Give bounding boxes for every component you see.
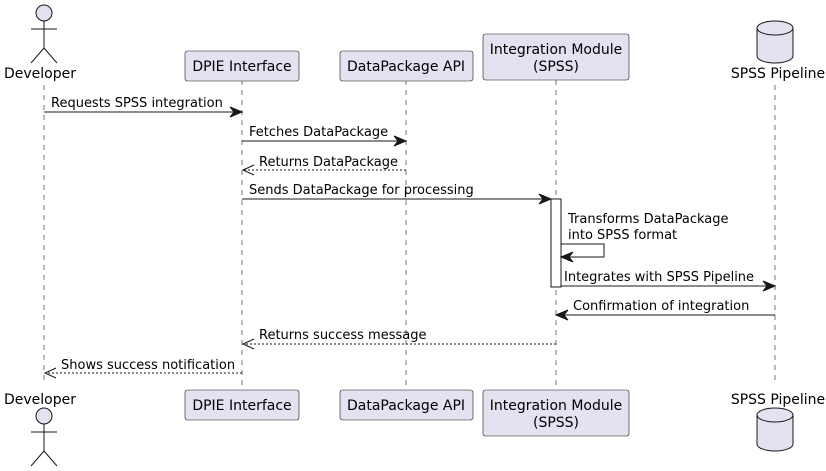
arrowhead [241, 164, 255, 176]
message-sends-datapackage: Sends DataPackage for processing [242, 183, 553, 205]
participant-developer-top: Developer [4, 4, 76, 82]
message-integrates-with-spss-pipeline: Integrates with SPSS Pipeline [561, 270, 777, 292]
message-label: Sends DataPackage for processing [249, 183, 474, 198]
message-label: Shows success notification [61, 358, 235, 373]
message-label-line2: into SPSS format [568, 228, 677, 243]
participant-datapackage-api-top: DataPackage API [339, 50, 474, 82]
arrowhead [241, 338, 255, 350]
message-label: Returns DataPackage [259, 155, 398, 170]
participant-label: Developer [4, 66, 76, 82]
participant-spss-pipeline-top: SPSS Pipeline [731, 20, 825, 82]
activation-bar-integration-module [550, 198, 562, 288]
message-label: Requests SPSS integration [51, 96, 223, 111]
participant-label-line2: (SPSS) [533, 415, 579, 431]
message-label: Integrates with SPSS Pipeline [564, 270, 754, 285]
arrowhead [762, 280, 777, 292]
participant-developer-bottom: Developer [4, 392, 76, 467]
arrowhead [559, 251, 574, 263]
participant-label: Developer [4, 392, 76, 408]
message-shows-success-notification: Shows success notification [43, 358, 242, 379]
arrowhead [393, 135, 408, 147]
actor-icon [30, 4, 58, 64]
database-icon [756, 407, 794, 452]
database-icon [756, 20, 794, 64]
participant-label: SPSS Pipeline [731, 392, 825, 408]
message-label: Returns success message [259, 328, 426, 343]
participant-label-line2: (SPSS) [533, 59, 579, 75]
message-requests-spss-integration: Requests SPSS integration [44, 96, 244, 118]
participant-label-line1: Integration Module [490, 42, 623, 58]
arrowhead [229, 106, 244, 118]
message-label-line1: Transforms DataPackage [567, 212, 729, 227]
participant-label-line1: Integration Module [490, 398, 623, 414]
message-transforms-datapackage: Transforms DataPackage into SPSS format [559, 212, 729, 263]
message-returns-success-message: Returns success message [241, 328, 556, 350]
participant-label: DataPackage API [347, 398, 465, 414]
message-label: Confirmation of integration [573, 299, 749, 314]
arrowhead [554, 309, 569, 321]
participant-label: SPSS Pipeline [731, 66, 825, 82]
participant-integration-module-top: Integration Module (SPSS) [482, 33, 630, 81]
participant-label: DPIE Interface [192, 398, 291, 414]
participant-spss-pipeline-bottom: SPSS Pipeline [731, 392, 825, 452]
participant-dpie-interface-bottom: DPIE Interface [184, 389, 300, 421]
participant-integration-module-bottom: Integration Module (SPSS) [482, 389, 630, 437]
participant-label: DataPackage API [347, 59, 465, 75]
message-confirmation-of-integration: Confirmation of integration [554, 299, 775, 321]
actor-icon [30, 407, 58, 467]
message-label: Fetches DataPackage [249, 125, 388, 140]
arrowhead [538, 193, 553, 205]
participant-datapackage-api-bottom: DataPackage API [339, 389, 474, 421]
message-returns-datapackage: Returns DataPackage [241, 155, 406, 176]
message-fetches-datapackage: Fetches DataPackage [242, 125, 408, 147]
participant-label: DPIE Interface [192, 59, 291, 75]
arrowhead [43, 367, 57, 379]
participant-dpie-interface-top: DPIE Interface [184, 50, 300, 82]
